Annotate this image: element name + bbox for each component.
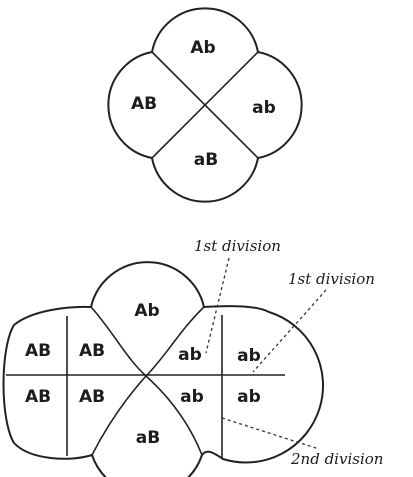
region-label-bottom: aB xyxy=(136,428,160,448)
leader-line-first-division-left xyxy=(205,257,230,354)
cell-label-left-lower-outer: AB xyxy=(25,387,51,407)
region-label-bottom: aB xyxy=(194,150,218,170)
leader-line-first-division-right xyxy=(252,289,327,373)
crossing-curve-2 xyxy=(91,306,205,456)
annotations: 1st division 1st division 2nd division xyxy=(194,237,383,468)
diagonal-divider-2 xyxy=(151,51,259,159)
cell-label-left-upper-inner: AB xyxy=(79,341,105,361)
annotation-first-division-right: 1st division xyxy=(288,270,375,288)
cell-label-right-lower-inner: ab xyxy=(180,387,204,407)
cell-label-right-upper-inner: ab xyxy=(178,345,202,365)
annotation-second-division: 2nd division xyxy=(290,450,383,468)
cell-label-right-lower-outer: ab xyxy=(237,387,261,407)
region-label-top: Ab xyxy=(134,301,159,321)
cell-label-left-upper-outer: AB xyxy=(25,341,51,361)
cell-label-left-lower-inner: AB xyxy=(79,387,105,407)
leader-line-second-division xyxy=(221,417,320,450)
eight-cell-outline xyxy=(2,261,324,477)
four-cell-figure: Ab AB ab aB xyxy=(107,7,303,203)
eight-cell-figure: Ab aB AB AB AB AB ab ab ab ab xyxy=(2,261,324,477)
region-label-left: AB xyxy=(131,94,157,114)
region-label-top: Ab xyxy=(190,38,215,58)
region-label-right: ab xyxy=(252,98,276,118)
cell-label-right-upper-outer: ab xyxy=(237,346,261,366)
annotation-first-division-left: 1st division xyxy=(194,237,281,255)
